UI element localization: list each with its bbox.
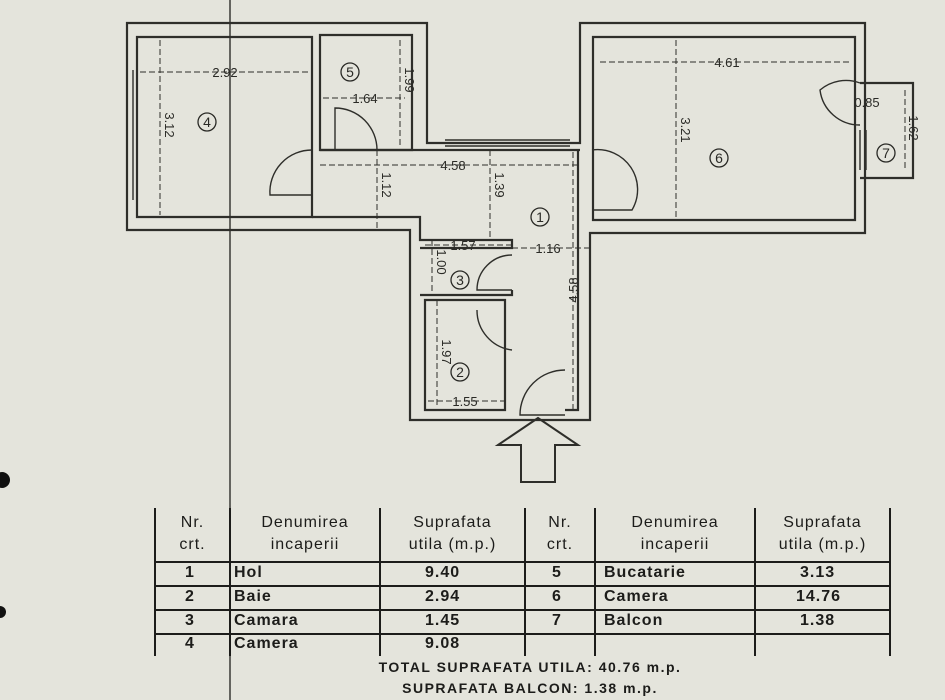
row-nr: 6: [552, 588, 562, 605]
header-area-line2: utila (m.p.): [408, 536, 497, 553]
header-area-line1: Suprafata: [783, 514, 862, 531]
balcony-area-total: SUPRAFATA BALCON: 1.38 m.p.: [402, 680, 658, 696]
row-area: 2.94: [425, 588, 461, 605]
door-room-2: [476, 309, 513, 351]
door-room-6: [591, 148, 639, 211]
row-name: Hol: [234, 564, 263, 581]
row-area: 14.76: [796, 588, 842, 605]
balcony-walls: [860, 81, 915, 180]
room-number-3: 3: [456, 272, 464, 288]
row-area: 3.13: [800, 564, 836, 581]
dim-room6-length: 3.21: [678, 117, 693, 142]
dim-room7-length: 1.62: [906, 115, 921, 140]
header-area-line1: Suprafata: [413, 514, 492, 531]
row-nr: 3: [185, 612, 195, 629]
header-area: Suprafata utila (m.p.): [380, 512, 525, 556]
dim-room2-length: 1.97: [439, 339, 454, 364]
header-nr-line2: crt.: [546, 536, 574, 553]
header-name-line1: Denumirea: [261, 514, 349, 531]
header-nr-right: Nr. crt.: [525, 512, 595, 556]
row-nr: 4: [185, 635, 195, 652]
header-name-line2: incaperii: [270, 536, 340, 553]
punch-hole: [0, 606, 6, 618]
dim-hall-column-width: 1.16: [535, 241, 560, 256]
entrance-door: [519, 369, 566, 416]
row-area: 1.38: [800, 612, 836, 629]
entrance-arrow-icon: [494, 416, 582, 483]
dim-hall-width-left: 1.12: [379, 172, 394, 197]
row-nr: 7: [552, 612, 562, 629]
door-room-4: [269, 149, 313, 196]
inner-walls: [312, 148, 580, 412]
row-area: 9.40: [425, 564, 461, 581]
row-name: Baie: [234, 588, 272, 605]
row-area: 9.08: [425, 635, 461, 652]
row-nr: 1: [185, 564, 195, 581]
header-nr-line1: Nr.: [548, 514, 572, 531]
dim-room6-width: 4.61: [714, 55, 739, 70]
room-6-walls: [591, 35, 857, 222]
total-useful-area: TOTAL SUPRAFATA UTILA: 40.76 m.p.: [378, 659, 682, 675]
room-number-7: 7: [882, 145, 890, 161]
dim-hall-column-length: 4.58: [566, 277, 581, 302]
row-nr: 5: [552, 564, 562, 581]
dim-room3-width: 1.57: [450, 238, 475, 253]
dim-room3-length: 1.00: [434, 249, 449, 274]
row-name: Balcon: [604, 612, 664, 629]
dim-hall-length: 4.58: [440, 158, 465, 173]
dim-room2-width: 1.55: [452, 394, 477, 409]
dim-room4-length: 3.12: [162, 112, 177, 137]
windows: [126, 70, 867, 200]
door-room-3: [476, 254, 513, 291]
row-name: Bucatarie: [604, 564, 686, 581]
dim-room4-width: 2.92: [212, 65, 237, 80]
dim-room5-length: 1.99: [402, 67, 417, 92]
header-nr-line1: Nr.: [180, 514, 205, 531]
dim-room7-width: 0.85: [854, 95, 879, 110]
outer-wall: [125, 21, 867, 422]
header-name-line2: incaperii: [640, 536, 710, 553]
room-number-2: 2: [456, 364, 464, 380]
header-name-line1: Denumirea: [631, 514, 719, 531]
header-area-right: Suprafata utila (m.p.): [755, 512, 890, 556]
row-area: 1.45: [425, 612, 461, 629]
room-number-6: 6: [715, 150, 723, 166]
punch-hole: [0, 472, 10, 488]
room-number-4: 4: [203, 114, 211, 130]
header-nr: Nr. crt.: [155, 512, 230, 556]
room-table-grid: [154, 508, 891, 656]
dim-room5-width: 1.64: [352, 91, 377, 106]
row-nr: 2: [185, 588, 195, 605]
row-name: Camara: [234, 612, 299, 629]
door-room-5: [334, 107, 378, 151]
header-name: Denumirea incaperii: [230, 512, 380, 556]
door-balcony: [819, 79, 861, 126]
header-nr-line2: crt.: [179, 536, 206, 553]
dim-hall-width-mid: 1.39: [492, 172, 507, 197]
row-name: Camera: [234, 635, 299, 652]
room-number-1: 1: [536, 209, 544, 225]
header-area-line2: utila (m.p.): [778, 536, 867, 553]
header-name-right: Denumirea incaperii: [595, 512, 755, 556]
room-number-5: 5: [346, 64, 354, 80]
row-name: Camera: [604, 588, 669, 605]
